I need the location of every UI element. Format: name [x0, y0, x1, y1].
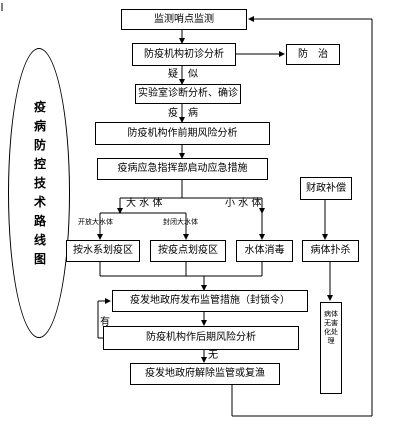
node-later-risk: 防疫机构作后期风险分析 — [103, 326, 299, 350]
diagram-title: 疫病防控技术路线图 — [33, 100, 46, 266]
node-point-zone: 按疫点划疫区 — [150, 240, 226, 262]
node-disinfect: 水体消毒 — [236, 240, 293, 262]
node-lab-diagnosis: 实验室诊断分析、确诊 — [135, 84, 241, 104]
node-treatment: 防 治 — [286, 44, 340, 65]
node-lift: 疫发地政府解除监管或复渔 — [130, 363, 280, 385]
node-initial-diagnosis: 防疫机构初诊分析 — [132, 43, 236, 66]
label-suspect: 疑 似 — [168, 69, 198, 80]
node-monitor: 监测哨点监测 — [121, 9, 247, 30]
label-yes: 有 — [100, 317, 110, 328]
title-ellipse — [8, 48, 70, 338]
node-emergency: 疫病应急指挥部启动应急措施 — [97, 158, 268, 180]
node-harmless: 病体无害化处理 — [324, 310, 338, 345]
node-early-risk: 防疫机构作前期风险分析 — [95, 122, 270, 145]
label-small-water: 小 水 体 — [225, 198, 262, 209]
label-no: 无 — [208, 350, 218, 361]
node-cull: 病体扑杀 — [302, 240, 359, 262]
node-control: 疫发地政府发布监管措施（封锁令） — [112, 290, 308, 312]
label-large-water: 大 水 体 — [126, 198, 163, 209]
node-harmless-box — [320, 302, 342, 394]
label-disease: 疫 病 — [168, 108, 198, 119]
label-open-large: 开放大水体 — [78, 218, 113, 226]
node-water-zone: 按水系划疫区 — [66, 240, 140, 262]
node-financial: 财政补偿 — [300, 177, 352, 200]
label-closed-large: 封闭大水体 — [163, 218, 198, 226]
